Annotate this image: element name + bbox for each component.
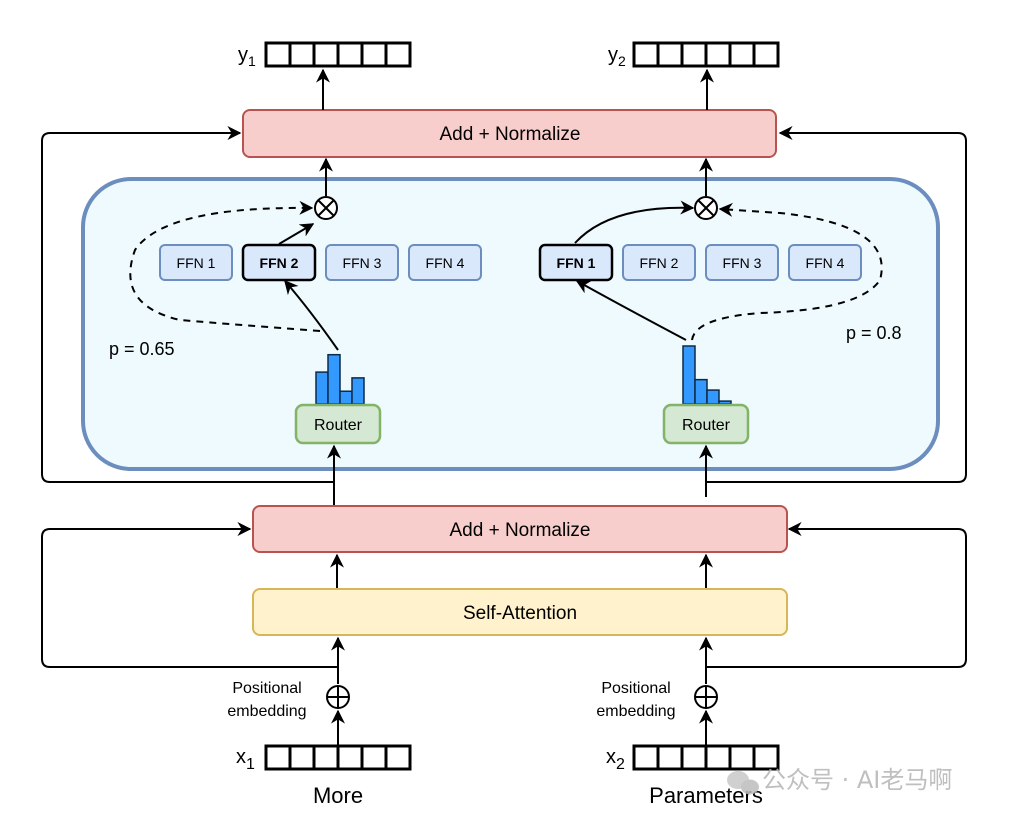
- router-prob-bar-right-2: [694, 378, 708, 405]
- selected-expert-to-combine-arrow-left: [278, 223, 315, 245]
- input-label-x2: x2: [606, 746, 625, 773]
- expert-label: FFN 3: [343, 255, 382, 271]
- expert-label: FFN 4: [426, 255, 465, 271]
- positional-embedding-label-right-2: embedding: [596, 703, 675, 720]
- self-attention-box: [252, 588, 788, 636]
- probability-dashed-path-left: [129, 200, 321, 332]
- positional-add-icon-left: [326, 685, 350, 709]
- multiply-combine-icon-right: [694, 196, 718, 220]
- positional-embedding-label-right-1: Positional: [601, 680, 670, 697]
- output-label-y2: y2: [608, 44, 626, 69]
- top-add-normalize-box: [242, 109, 777, 158]
- router-label-left: Router: [314, 417, 363, 434]
- router-prob-bar-left-3: [339, 390, 353, 405]
- expert-right-3: FFN 3: [705, 244, 779, 281]
- input-label-x1: x1: [236, 746, 255, 773]
- bottom-add-normalize-label: Add + Normalize: [450, 520, 591, 541]
- self-attention-label: Self-Attention: [463, 603, 577, 624]
- positional-embedding-label-left-1: Positional: [232, 680, 301, 697]
- router-prob-bar-left-4: [351, 377, 365, 405]
- expert-right-4: FFN 4: [788, 244, 862, 281]
- residual-connection-top: [41, 126, 335, 483]
- expert-box: [241, 243, 317, 282]
- expert-label: FFN 2: [260, 255, 299, 271]
- router-box-left: [294, 403, 382, 445]
- router-prob-bar-right-1: [682, 345, 696, 405]
- watermark-text: 公众号 · AI老马啊: [762, 766, 952, 794]
- positional-embedding-label-left-2: embedding: [227, 703, 306, 720]
- output-vector-y1: [264, 41, 412, 68]
- expert-box: [325, 244, 399, 281]
- residual-connection-top-right: [707, 126, 967, 483]
- expert-box: [622, 244, 696, 281]
- probability-label-left: p = 0.65: [109, 339, 175, 359]
- expert-label: FFN 1: [177, 255, 216, 271]
- router-to-expert-arrow-right: [575, 280, 687, 341]
- top-add-normalize-label: Add + Normalize: [440, 124, 581, 145]
- expert-box: [408, 244, 482, 281]
- router-prob-bar-left-2: [327, 353, 341, 405]
- expert-left-3: FFN 3: [325, 244, 399, 281]
- router-prob-bar-right-4: [718, 400, 732, 405]
- selected-expert-to-combine-arrow-right: [574, 200, 695, 244]
- expert-label: FFN 1: [557, 255, 596, 271]
- expert-label: FFN 4: [806, 255, 845, 271]
- positional-add-icon-right: [694, 685, 718, 709]
- expert-box: [705, 244, 779, 281]
- expert-box: [538, 243, 614, 282]
- router-label-right: Router: [682, 417, 731, 434]
- watermark: 公众号 · AI老马啊: [727, 766, 952, 795]
- input-vector-x2: [632, 744, 780, 771]
- expert-left-4: FFN 4: [408, 244, 482, 281]
- expert-left-2: FFN 2: [241, 243, 317, 282]
- output-vector-y2: [632, 41, 780, 68]
- input-word-more: More: [313, 783, 363, 808]
- expert-right-2: FFN 2: [622, 244, 696, 281]
- expert-left-1: FFN 1: [159, 244, 233, 281]
- expert-box: [788, 244, 862, 281]
- output-label-y1: y1: [238, 44, 256, 69]
- expert-right-1: FFN 1: [538, 243, 614, 282]
- router-to-expert-arrow-left: [284, 279, 339, 351]
- router-box-right: [662, 403, 750, 445]
- expert-label: FFN 2: [640, 255, 679, 271]
- router-prob-bar-left-1: [315, 371, 329, 405]
- residual-connection-bottom: [41, 522, 338, 668]
- expert-label: FFN 3: [723, 255, 762, 271]
- bottom-add-normalize-box: [252, 505, 788, 553]
- expert-row-left: FFN 1 FFN 2 FFN 3 FFN 4: [159, 243, 482, 282]
- expert-row-right: FFN 1 FFN 2 FFN 3 FFN 4: [538, 243, 862, 282]
- router-distribution-left: [315, 353, 365, 405]
- multiply-combine-icon-left: [314, 196, 338, 220]
- moe-layer-container: [81, 177, 940, 471]
- expert-box: [159, 244, 233, 281]
- residual-connection-bottom-right: [706, 522, 967, 668]
- probability-label-right: p = 0.8: [846, 323, 902, 343]
- input-vector-x1: [264, 744, 412, 771]
- wechat-icon: [727, 771, 759, 795]
- router-prob-bar-right-3: [706, 389, 720, 405]
